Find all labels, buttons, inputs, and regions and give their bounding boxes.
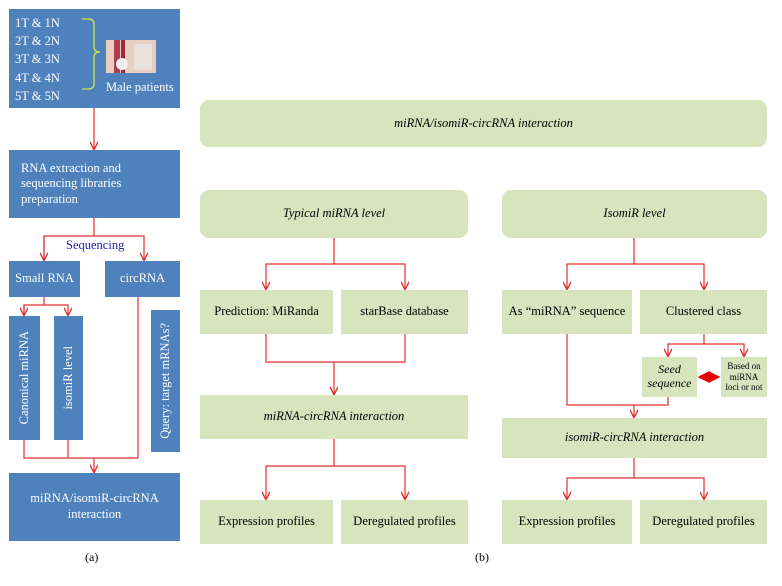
typical-mirna-level-box: Typical miRNA level [200, 190, 468, 238]
patients-bracket [87, 18, 101, 90]
arrow-circrna-to-interaction [94, 297, 139, 459]
deregulated-profiles-right-box: Deregulated profiles [640, 500, 767, 544]
small-rna-box: Small RNA [9, 261, 80, 297]
isomir-circrna-interaction-box: isomiR-circRNA interaction [502, 418, 767, 458]
patient-photo [106, 40, 156, 73]
arrow-interaction-split-left [266, 439, 335, 499]
patient-pair-5: 5T & 5N [15, 88, 60, 103]
patients-label: Male patients [106, 80, 174, 94]
arrow-tools-merge [265, 334, 406, 363]
arrow-clustered-split [668, 334, 705, 356]
top-title-box: miRNA/isomiR-circRNA interaction [200, 100, 767, 147]
caption-a: (a) [85, 550, 99, 564]
based-on-loci-box: Based on miRNA loci or not [721, 357, 767, 397]
patient-pair-4: 4T & 4N [15, 70, 60, 85]
expression-profiles-right-box: Expression profiles [502, 500, 632, 544]
arrow-typical-split [266, 238, 335, 289]
seed-sequence-box: Seed sequence [642, 357, 697, 397]
patient-pairs-list: 1T & 1N 2T & 2N 3T & 3N 4T & 4N 5T & 5N [15, 14, 60, 105]
interaction-box-a: miRNA/isomiR-circRNA interaction [9, 473, 180, 541]
arrow-rna-split [43, 218, 144, 260]
arrow-interaction-split-right [567, 458, 635, 499]
query-box: Query: target mRNAs? [151, 310, 180, 452]
arrow-isomir-split [567, 238, 635, 289]
arrow-canonical-to-interaction [23, 440, 94, 459]
isomir-level-box: isomiR level [54, 316, 83, 440]
prediction-miranda-box: Prediction: MiRanda [200, 290, 333, 334]
caption-b: (b) [475, 550, 489, 564]
isomir-level-box-b: IsomiR level [502, 190, 767, 238]
starbase-database-box: starBase database [341, 290, 468, 334]
as-mirna-sequence-box: As “miRNA” sequence [502, 290, 632, 334]
rna-extraction-box: RNA extraction and sequencing libraries … [9, 150, 180, 218]
patient-pair-1: 1T & 1N [15, 16, 60, 30]
canonical-mirna-box: Canonical miRNA [9, 316, 40, 440]
arrow-right-merge [566, 334, 669, 406]
expression-profiles-left-box: Expression profiles [200, 500, 333, 544]
mirna-circrna-interaction-box: miRNA-circRNA interaction [200, 395, 468, 439]
sequencing-label: Sequencing [66, 238, 125, 252]
deregulated-profiles-left-box: Deregulated profiles [341, 500, 468, 544]
patient-pair-3: 3T & 3N [15, 52, 60, 67]
patient-pair-2: 2T & 2N [15, 34, 60, 49]
clustered-class-box: Clustered class [640, 290, 767, 334]
